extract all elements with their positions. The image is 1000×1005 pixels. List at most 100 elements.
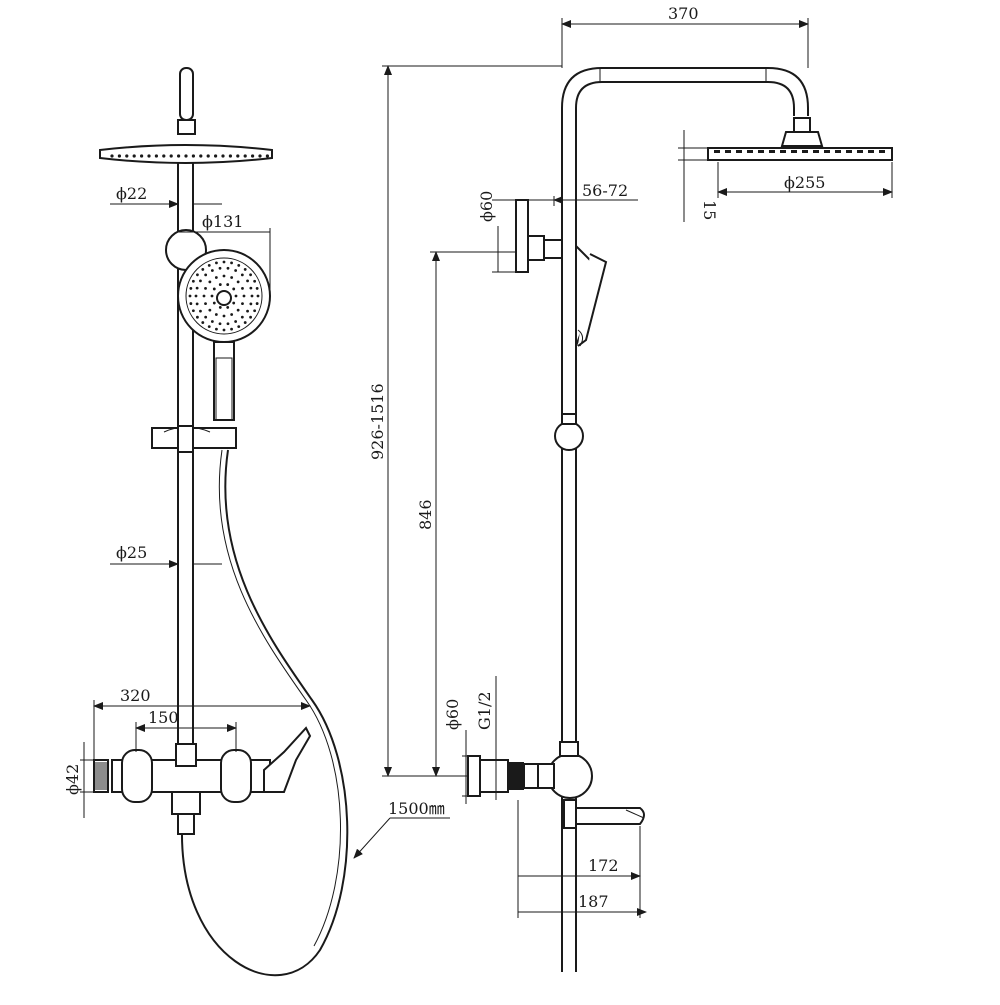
head-connector	[793, 117, 811, 133]
nozzle-dot	[222, 314, 226, 318]
upper-bracket-arm	[527, 235, 545, 261]
nozzle-dot	[210, 269, 214, 272]
nozzle-dot	[232, 301, 236, 305]
dim-22-label: ϕ22	[116, 184, 147, 203]
nozzle-dot	[207, 325, 211, 329]
shower-hose	[180, 449, 349, 977]
nozzle-dot	[191, 279, 195, 283]
head-swivel	[780, 131, 824, 147]
mixer-thread	[95, 762, 107, 790]
hose-leader	[353, 817, 391, 859]
dim-42-label: ϕ42	[63, 764, 82, 795]
nozzle-dot	[241, 286, 244, 290]
upper-wall-flange	[515, 199, 529, 273]
dim-926-1516-label: 926-1516	[368, 383, 387, 460]
nozzle-dot	[199, 309, 202, 313]
nozzle-dot	[218, 266, 222, 270]
dim-320-label: 320	[120, 686, 151, 705]
dim-370-label: 370	[668, 4, 699, 23]
nozzle-dot	[214, 313, 218, 316]
mixer-lever-front	[263, 726, 312, 793]
hand-shower-grip	[215, 357, 233, 421]
side-nozzle	[769, 150, 775, 153]
nozzle-dot	[250, 294, 254, 298]
spout-tip	[625, 809, 645, 819]
nozzle-dot	[228, 154, 232, 158]
nozzle-dot	[196, 315, 199, 319]
side-nozzle	[813, 150, 819, 153]
nozzle-dot	[189, 302, 193, 305]
side-view: 370 ϕ255 15 56-72 ϕ60	[368, 4, 893, 972]
nozzle-dot	[253, 309, 257, 313]
nozzle-dot	[212, 287, 216, 291]
slide-knob-side	[554, 421, 584, 451]
nozzle-dot	[230, 276, 234, 279]
mixer-joint-side	[537, 763, 555, 789]
nozzle-dot	[204, 273, 208, 277]
nozzle-dot	[249, 302, 253, 306]
nozzle-dot	[222, 328, 226, 332]
nozzle-dot	[204, 302, 207, 306]
rain-head-nozzles	[110, 154, 269, 158]
rain-head-side	[707, 147, 893, 161]
side-nozzle	[868, 150, 874, 153]
mixer-diverter	[171, 791, 201, 815]
eccentric-side	[479, 759, 509, 793]
nozzle-dot	[207, 263, 211, 267]
side-nozzle	[824, 150, 830, 153]
nozzle-dot	[195, 286, 199, 290]
nozzle-dot	[226, 306, 230, 309]
nozzle-dot	[236, 280, 240, 284]
nozzle-dot	[237, 263, 241, 267]
nozzle-dot	[140, 154, 144, 158]
rain-head-side-nozzles	[714, 150, 885, 153]
nozzle-dot	[258, 154, 262, 158]
nozzle-dot	[191, 309, 195, 313]
nozzle-dot	[253, 279, 257, 283]
dim-25-label: ϕ25	[116, 543, 147, 562]
mixer-riser-joint	[175, 743, 197, 767]
dim-15-label: 15	[700, 200, 719, 220]
side-nozzle	[835, 150, 841, 153]
nozzle-dot	[191, 154, 195, 158]
nozzle-dot	[251, 154, 255, 158]
side-nozzle	[725, 150, 731, 153]
side-nozzle	[736, 150, 742, 153]
nozzle-dot	[208, 308, 212, 312]
slide-bracket-knob	[177, 425, 194, 453]
nozzle-dot	[210, 294, 214, 298]
shower-arm-outer	[561, 67, 809, 116]
nozzle-dot	[234, 294, 238, 298]
nozzle-dot	[189, 287, 193, 290]
nozzle-dot	[214, 276, 218, 279]
nozzle-dot	[201, 268, 205, 271]
rain-head-front	[99, 144, 273, 164]
nozzle-dot	[246, 279, 249, 283]
hand-shower-side-head	[577, 253, 608, 347]
nozzle-dot	[206, 154, 210, 158]
dim-56-72-label: 56-72	[582, 181, 628, 200]
nozzle-dot	[132, 154, 136, 158]
side-nozzle	[857, 150, 863, 153]
nozzle-dot	[249, 273, 252, 277]
nozzle-dot	[110, 154, 114, 158]
dim-g12-label: G1/2	[475, 691, 494, 730]
mixer-bottom-side	[563, 799, 577, 829]
side-nozzle	[758, 150, 764, 153]
nozzle-dot	[236, 308, 240, 312]
nozzle-dot	[214, 154, 218, 158]
nozzle-dot	[230, 313, 234, 316]
nozzle-dot	[255, 287, 259, 290]
nozzle-dot	[240, 315, 244, 319]
hand-shower-handle	[213, 341, 235, 421]
nozzle-dot	[215, 261, 218, 265]
nozzle-dot	[243, 268, 247, 271]
upper-bracket-clamp	[543, 239, 563, 259]
inlet-thread-side	[508, 762, 524, 790]
nozzle-dot	[230, 327, 233, 331]
nozzle-dot	[117, 154, 121, 158]
dim-172-label: 172	[588, 856, 619, 875]
nozzle-dot	[255, 302, 259, 305]
wall-flange-side	[467, 755, 481, 797]
